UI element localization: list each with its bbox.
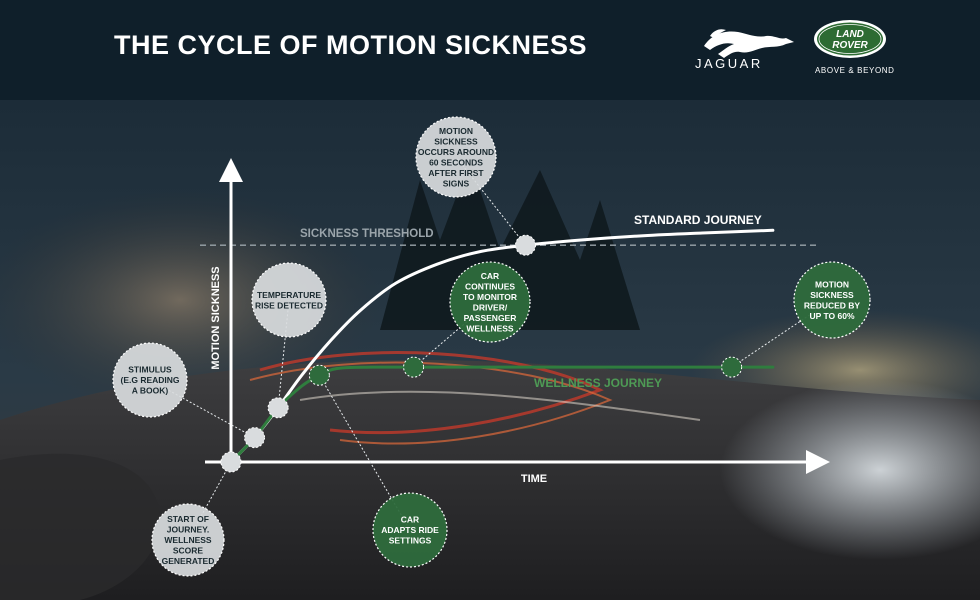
annotation-layer: START OFJOURNEY.WELLNESSSCOREGENERATEDST… [112, 116, 871, 577]
annotation-text-motion-sickness: SIGNS [443, 178, 470, 188]
data-point-start [220, 451, 242, 473]
annotation-text-motion-sickness: MOTION [439, 126, 473, 136]
annotation-text-stimulus: (E.G READING [120, 375, 179, 385]
annotation-text-monitor: CONTINUES [465, 281, 515, 291]
jaguar-wordmark: JAGUAR [695, 56, 763, 71]
annotation-text-start: GENERATED [162, 556, 215, 566]
annotation-bubble-monitor [449, 261, 531, 343]
annotation-text-adapts: ADAPTS RIDE [381, 525, 439, 535]
annotation-text-monitor: DRIVER/ [473, 302, 508, 312]
annotation-text-start: WELLNESS [164, 535, 212, 545]
annotation-bubble-motion-sickness [415, 116, 497, 198]
annotation-text-monitor: TO MONITOR [463, 292, 517, 302]
data-point-stimulus [244, 427, 266, 449]
annotation-bubble-reduced [793, 261, 871, 339]
annotation-text-adapts: CAR [401, 515, 419, 525]
land-rover-badge-icon: LAND ROVER [814, 20, 886, 58]
data-point-motion-sickness [515, 234, 536, 256]
annotation-bubble-adapts [372, 492, 448, 568]
annotation-text-stimulus: STIMULUS [128, 365, 172, 375]
jaguar-leaper-icon [704, 29, 794, 58]
page-title: THE CYCLE OF MOTION SICKNESS [114, 30, 588, 60]
data-point-temperature [267, 397, 289, 419]
annotation-text-motion-sickness: AFTER FIRST [428, 168, 484, 178]
annotation-connector-start [187, 461, 232, 541]
data-point-monitor [403, 356, 425, 378]
annotation-text-reduced: UP TO 60% [809, 311, 854, 321]
annotation-text-temperature: TEMPERATURE [257, 290, 321, 300]
annotation-text-temperature: RISE DETECTED [255, 300, 323, 310]
lr-line1: LAND [836, 29, 864, 40]
annotation-text-monitor: CAR [481, 271, 499, 281]
annotation-bubble-start [151, 503, 225, 577]
land-rover-tagline: ABOVE & BEYOND [815, 66, 895, 75]
annotation-text-reduced: REDUCED BY [804, 300, 861, 310]
annotation-text-motion-sickness: 60 SECONDS [429, 157, 483, 167]
annotation-text-reduced: SICKNESS [810, 290, 854, 300]
y-axis-label: MOTION SICKNESS [210, 266, 222, 369]
annotation-connector-monitor [413, 301, 491, 368]
annotation-text-monitor: WELLNESS [466, 323, 514, 333]
annotation-bubble-stimulus [112, 342, 188, 418]
annotation-text-monitor: PASSENGER [464, 313, 517, 323]
x-axis-label: TIME [521, 473, 547, 485]
annotation-text-motion-sickness: SICKNESS [434, 136, 478, 146]
annotation-text-start: JOURNEY. [167, 525, 210, 535]
header-bar: THE CYCLE OF MOTION SICKNESS JAGUAR LAND… [0, 0, 980, 100]
data-point-reduced [721, 356, 743, 378]
annotation-bubble-temperature [251, 262, 327, 338]
annotation-text-start: SCORE [173, 546, 204, 556]
data-point-adapts [308, 364, 330, 386]
standard-journey-label: STANDARD JOURNEY [634, 213, 762, 227]
annotation-text-start: START OF [167, 514, 209, 524]
annotation-text-stimulus: A BOOK) [132, 386, 169, 396]
annotation-text-reduced: MOTION [815, 279, 849, 289]
threshold-label: SICKNESS THRESHOLD [300, 228, 434, 240]
wellness-journey-label: WELLNESS JOURNEY [534, 376, 662, 390]
annotation-text-motion-sickness: OCCURS AROUND [418, 147, 494, 157]
lr-line2: ROVER [832, 40, 868, 51]
annotation-text-adapts: SETTINGS [389, 536, 432, 546]
